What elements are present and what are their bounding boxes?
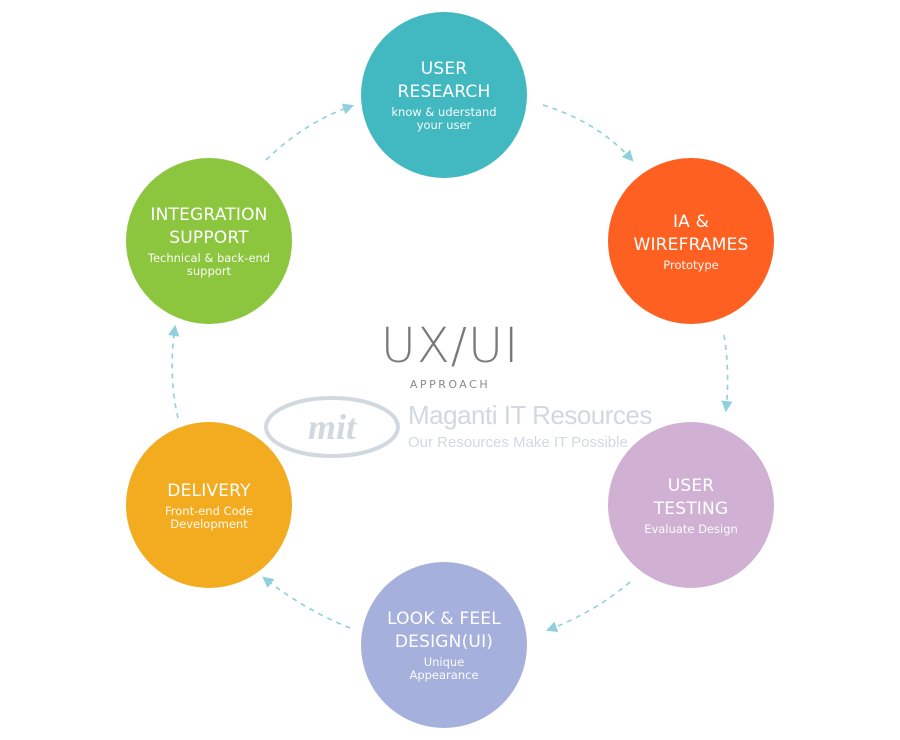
step-subtitle: Evaluate Design	[644, 521, 738, 536]
step-subtitle: know & uderstand your user	[391, 105, 497, 132]
step-title: INTEGRATION SUPPORT	[150, 205, 268, 248]
center-title: UX/UI	[380, 318, 520, 374]
step-title: LOOK & FEEL DESIGN(UI)	[387, 609, 501, 652]
step-ia-wireframes: IA & WIREFRAMES Prototype	[608, 158, 774, 324]
step-title: USER TESTING	[653, 475, 729, 519]
arrow-delivery-to-integration	[168, 324, 180, 419]
step-subtitle: Unique Appearance	[409, 655, 479, 682]
step-subtitle: Front-end Code Development	[165, 503, 253, 531]
step-title: DELIVERY	[167, 480, 251, 501]
arrow-lookfeel-to-delivery	[262, 576, 351, 629]
step-title: IA & WIREFRAMES	[633, 211, 749, 255]
arrow-wireframes-to-testing	[721, 334, 733, 413]
step-title: USER RESEARCH	[397, 59, 491, 102]
step-user-research: USER RESEARCH know & uderstand your user	[361, 12, 527, 178]
company-name: Maganti IT Resources	[408, 400, 652, 430]
step-subtitle: Prototype	[663, 257, 719, 272]
logo-text: mit	[308, 407, 357, 447]
step-user-testing: USER TESTING Evaluate Design	[608, 422, 774, 588]
arrow-testing-to-lookfeel	[545, 581, 631, 633]
step-subtitle: Technical & back-end support	[147, 251, 271, 278]
center-subtitle: APPROACH	[409, 378, 491, 391]
arrow-research-to-wireframes	[542, 104, 634, 162]
step-look-feel-design: LOOK & FEEL DESIGN(UI) Unique Appearance	[361, 562, 527, 728]
arrow-integration-to-research	[265, 103, 355, 161]
company-logo-icon: mit	[264, 396, 400, 458]
company-watermark: mit Maganti IT Resources Our Resources M…	[262, 392, 652, 464]
step-integration-support: INTEGRATION SUPPORT Technical & back-end…	[126, 158, 292, 324]
step-delivery: DELIVERY Front-end Code Development	[126, 422, 292, 588]
company-tagline: Our Resources Make IT Possible	[408, 434, 628, 451]
